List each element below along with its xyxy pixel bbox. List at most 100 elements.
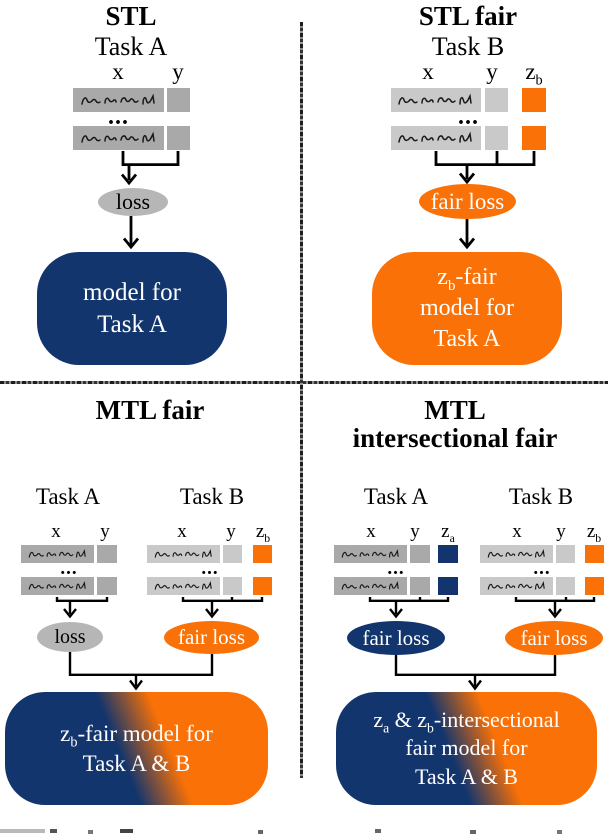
data-cell-zb: [585, 577, 604, 595]
data-cell-y: [167, 88, 190, 112]
row-ellipsis: ...: [533, 558, 551, 579]
handwriting-scribble: [398, 133, 472, 143]
mtl-int-arrowhead-b: [548, 608, 562, 619]
handwriting-scribble: [80, 133, 155, 143]
handwriting-scribble: [154, 582, 212, 590]
caption-glyph-top: [258, 830, 263, 834]
mtl-int-bracket-task-b: [514, 597, 596, 614]
loss-ellipse: loss: [37, 622, 103, 652]
task-label: Task B: [431, 32, 505, 61]
horizontal-divider-line: [0, 381, 608, 384]
mtl-int-arrowhead-a: [389, 608, 403, 619]
stl-arrowhead-2: [122, 237, 140, 250]
model-text-line: Task A & B: [82, 750, 191, 776]
row-ellipsis: ...: [60, 558, 78, 579]
fair-loss-ellipse: fair loss: [164, 621, 259, 654]
data-cell-x: [73, 126, 164, 150]
caption-glyph-top: [375, 829, 381, 833]
fair-loss-ellipse: fair loss: [419, 184, 516, 219]
column-label-y: y: [172, 59, 184, 84]
data-cell-x: [21, 545, 94, 563]
stl-fair-arrowhead: [458, 172, 476, 185]
task-b-label: Task B: [508, 484, 574, 509]
data-cell-zb: [522, 88, 546, 112]
task-a-label: Task A: [35, 484, 101, 509]
data-cell-x: [480, 577, 553, 595]
task-b-label: Task B: [179, 484, 245, 509]
title-line-1: MTL: [424, 395, 486, 425]
model-text-line: za & zb-intersectional: [373, 707, 560, 736]
caption-glyph-top: [50, 829, 57, 833]
data-cell-x: [147, 545, 220, 563]
model-text-line: model for: [83, 278, 181, 306]
fair-loss-ellipse-a: fair loss: [347, 621, 445, 655]
quadrant-title-mtl-fair: MTL fair: [95, 395, 205, 425]
caption-glyph-top: [557, 830, 562, 834]
model-box-mtl-fair: zb-fair model for Task A & B: [5, 692, 268, 805]
data-cell-za: [438, 577, 458, 595]
data-cell-x: [480, 545, 553, 563]
mtl-fair-bracket-task-a: [55, 597, 109, 614]
mtl-int-arrowhead-model: [468, 679, 482, 691]
caption-glyph-top: [0, 829, 45, 833]
column-label-zb: zb: [525, 59, 543, 89]
model-text-line: zb-fair: [437, 264, 497, 295]
model-box-stl-fair: zb-fair model for Task A: [372, 252, 562, 365]
column-label-zb: zb: [586, 521, 602, 545]
mtl-fair-arrowhead-a: [63, 608, 77, 619]
column-label-zb: zb: [255, 521, 271, 545]
mtl-fair-arrowhead-model: [129, 679, 143, 691]
vertical-divider-line: [300, 22, 303, 778]
data-cell-x: [391, 126, 481, 150]
model-box-mtl-intersectional: za & zb-intersectional fair model for Ta…: [336, 692, 597, 805]
model-text-line: Task A & B: [415, 763, 518, 789]
data-cell-za: [438, 545, 458, 563]
data-cell-y: [223, 577, 242, 595]
caption-glyph-top: [120, 829, 133, 833]
column-label-x: x: [51, 521, 61, 542]
data-cell-zb: [253, 577, 272, 595]
row-ellipsis: ...: [108, 104, 129, 130]
column-label-za: za: [441, 521, 455, 545]
data-cell-y: [485, 126, 508, 150]
mtl-fair-loss-merge: [68, 652, 214, 686]
data-cell-y: [556, 545, 575, 563]
handwriting-scribble: [28, 550, 86, 558]
column-label-x: x: [112, 59, 124, 84]
model-box-stl: model for Task A: [37, 252, 227, 365]
stl-merge-bracket: [121, 151, 180, 180]
title-line-2: intersectional fair: [352, 423, 558, 453]
task-a-label: Task A: [363, 484, 429, 509]
column-label-x: x: [177, 521, 187, 542]
quadrant-title-stl-fair: STL fair: [418, 1, 518, 31]
data-cell-x: [334, 545, 407, 563]
model-text-line: zb-fair model for: [60, 721, 213, 751]
mtl-int-bracket-task-a: [368, 597, 450, 614]
data-cell-y: [410, 577, 430, 595]
data-cell-x: [147, 577, 220, 595]
data-cell-y: [97, 545, 117, 563]
data-cell-zb: [585, 545, 604, 563]
data-cell-x: [73, 88, 164, 112]
data-cell-y: [167, 126, 190, 150]
caption-glyph-top: [88, 830, 93, 834]
model-text-line: model for: [420, 295, 514, 322]
model-text-line: fair model for: [405, 735, 528, 761]
column-label-x: x: [512, 521, 522, 542]
caption-glyph-top: [470, 830, 476, 834]
data-cell-zb: [522, 126, 546, 150]
loss-ellipse: loss: [98, 188, 168, 216]
column-label-y: y: [226, 521, 236, 542]
row-ellipsis: ...: [201, 558, 219, 579]
handwriting-scribble: [341, 582, 399, 590]
stl-fair-merge-bracket: [434, 151, 536, 179]
stl-arrowhead: [120, 173, 138, 186]
row-ellipsis: ...: [387, 558, 405, 579]
task-label: Task A: [94, 32, 168, 61]
model-text-line: Task A: [433, 325, 501, 352]
quadrant-title-mtl-intersectional: MTL intersectional fair: [335, 396, 575, 452]
data-cell-x: [391, 88, 481, 112]
handwriting-scribble: [28, 582, 86, 590]
data-cell-x: [334, 577, 407, 595]
data-cell-y: [556, 577, 575, 595]
